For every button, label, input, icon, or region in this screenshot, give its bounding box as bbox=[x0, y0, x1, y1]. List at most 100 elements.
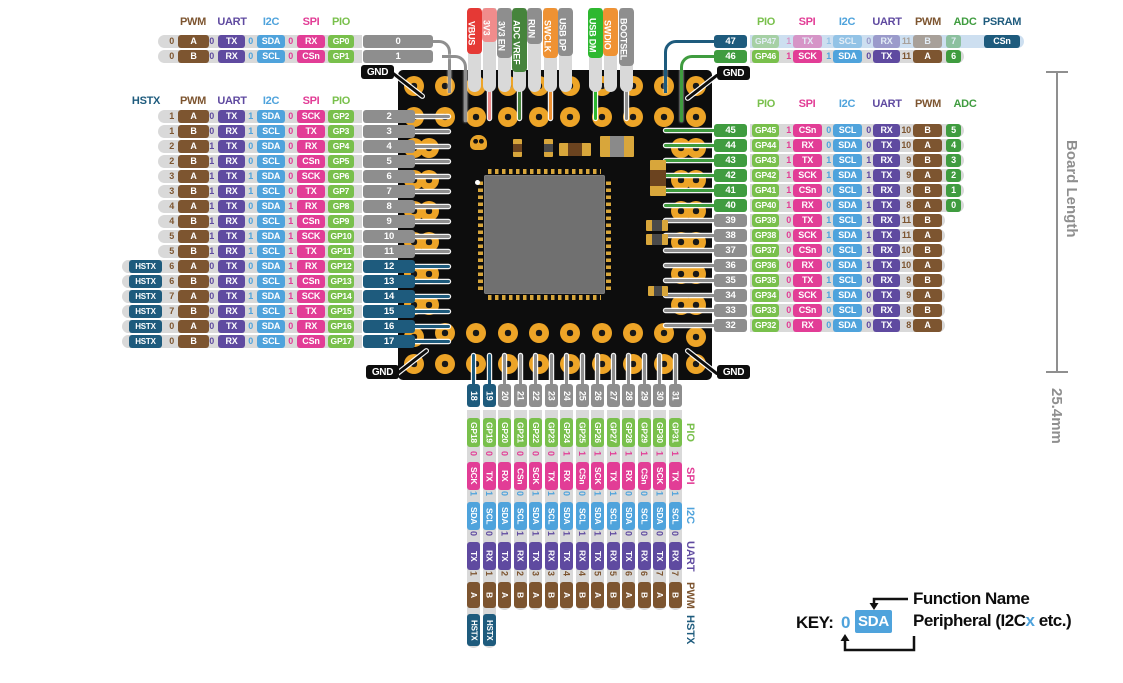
uart-function-box: TX bbox=[218, 260, 245, 273]
system-pin-label: SWDIO bbox=[602, 19, 613, 50]
spi-peripheral-number: 1 bbox=[288, 246, 293, 256]
spi-function-box: RX bbox=[793, 199, 822, 212]
pwm-function-box: B bbox=[178, 275, 209, 288]
i2c-peripheral-number: 1 bbox=[607, 488, 620, 500]
pwm-peripheral-number-text: 6 bbox=[623, 571, 634, 577]
hstx-function-box: HSTX bbox=[129, 335, 162, 348]
chip-stub-row-bottom bbox=[488, 295, 601, 300]
uart-peripheral-number: 0 bbox=[866, 140, 871, 150]
pwm-function-box: B bbox=[668, 582, 682, 608]
uart-function-box: TX bbox=[873, 319, 900, 332]
wire bbox=[549, 354, 553, 386]
pin-tag-31-text: 31 bbox=[670, 390, 681, 401]
column-header-spi: SPI bbox=[798, 98, 816, 110]
pwm-function-box: A bbox=[178, 140, 209, 153]
i2c-function-box: SCL bbox=[257, 50, 285, 63]
i2c-function-box-text: SDA bbox=[561, 507, 572, 525]
pwm-function-box: A bbox=[913, 319, 942, 332]
uart-function-box: TX bbox=[560, 542, 573, 570]
uart-peripheral-number: 1 bbox=[209, 171, 214, 181]
pwm-function-box: A bbox=[913, 289, 942, 302]
adc-channel-box: 0 bbox=[946, 199, 961, 212]
spi-function-box: SCK bbox=[793, 169, 822, 182]
uart-peripheral-number: 0 bbox=[866, 305, 871, 315]
pwm-peripheral-number: 5 bbox=[607, 568, 620, 580]
spi-function-box: CSn bbox=[637, 462, 651, 490]
solder-pad bbox=[686, 326, 707, 347]
uart-function-box: RX bbox=[606, 542, 620, 570]
i2c-peripheral-number: 0 bbox=[248, 156, 253, 166]
column-header-pwm: PWM bbox=[915, 98, 941, 110]
spi-function-box: CSn bbox=[513, 462, 527, 490]
spi-peripheral-number: 0 bbox=[498, 448, 511, 460]
uart-peripheral-number: 1 bbox=[209, 246, 214, 256]
gpio-label: GP33 bbox=[752, 304, 779, 317]
i2c-function-box-text: SCL bbox=[515, 507, 526, 525]
uart-function-box: RX bbox=[544, 542, 558, 570]
solder-pad bbox=[434, 354, 455, 375]
pwm-peripheral-number: 4 bbox=[169, 216, 174, 226]
bottom-header-text: UART bbox=[684, 540, 696, 572]
gpio-label: GP17 bbox=[328, 335, 354, 348]
i2c-function-box-text: SCL bbox=[484, 507, 495, 525]
uart-peripheral-number: 0 bbox=[866, 290, 871, 300]
uart-peripheral-number: 0 bbox=[209, 291, 214, 301]
wire bbox=[565, 354, 568, 386]
spi-function-box-text: SCK bbox=[592, 467, 603, 485]
spi-function-box: CSn bbox=[297, 155, 325, 168]
uart-function-box: RX bbox=[218, 335, 245, 348]
pwm-peripheral-number: 2 bbox=[514, 568, 527, 580]
spi-function-box: RX bbox=[297, 260, 325, 273]
pwm-peripheral-number-text: 3 bbox=[530, 571, 541, 577]
system-pin-tag: SWDIO bbox=[602, 8, 618, 56]
component bbox=[513, 139, 522, 157]
pwm-peripheral-number: 0 bbox=[169, 321, 174, 331]
adc-channel-box: 3 bbox=[946, 154, 961, 167]
dimension-line bbox=[1056, 72, 1058, 372]
pin-tag-14: 14 bbox=[363, 290, 415, 303]
pin-tag-19: 19 bbox=[482, 384, 496, 407]
uart-peripheral-number-text: 1 bbox=[546, 531, 556, 537]
gpio-label: GP21 bbox=[513, 418, 527, 447]
pwm-peripheral-number: 5 bbox=[169, 231, 174, 241]
gpio-label: GP20 bbox=[498, 418, 511, 447]
pwm-function-box-text: A bbox=[468, 592, 479, 598]
pwm-function-box: B bbox=[178, 185, 209, 198]
bottom-header-pio: PIO bbox=[684, 418, 696, 447]
i2c-function-box-text: SDA bbox=[468, 507, 479, 525]
pwm-peripheral-number: 2 bbox=[498, 568, 511, 580]
system-pin-tag: USB DP bbox=[557, 8, 573, 56]
pin-tag-20-text: 20 bbox=[500, 390, 510, 401]
i2c-peripheral-number: 0 bbox=[826, 320, 831, 330]
i2c-function-box: SCL bbox=[833, 124, 862, 137]
solder-pad bbox=[497, 322, 518, 343]
spi-peripheral-number: 0 bbox=[514, 448, 527, 460]
spi-function-box: RX bbox=[622, 462, 635, 490]
solder-pad bbox=[654, 107, 675, 128]
pwm-function-box: B bbox=[637, 582, 651, 608]
spi-function-box: TX bbox=[793, 154, 822, 167]
i2c-function-box: SCL bbox=[257, 125, 285, 138]
uart-peripheral-number: 1 bbox=[866, 260, 871, 270]
spi-function-box: SCK bbox=[297, 290, 325, 303]
pwm-peripheral-number: 0 bbox=[169, 51, 174, 61]
i2c-function-box: SDA bbox=[591, 502, 604, 530]
i2c-peripheral-number-text: 1 bbox=[484, 491, 494, 497]
pwm-peripheral-number: 9 bbox=[906, 275, 911, 285]
pin-tag-23: 23 bbox=[544, 384, 558, 407]
spi-peripheral-number: 1 bbox=[288, 306, 293, 316]
hstx-function-box: HSTX bbox=[129, 290, 162, 303]
uart-peripheral-number-text: 0 bbox=[639, 531, 649, 537]
gpio-label: GP37 bbox=[752, 244, 779, 257]
pwm-peripheral-number: 0 bbox=[169, 36, 174, 46]
gpio-label-text: GP19 bbox=[484, 422, 495, 443]
pwm-function-box-text: B bbox=[577, 592, 588, 598]
pwm-function-box: B bbox=[913, 304, 942, 317]
uart-function-box: RX bbox=[218, 215, 245, 228]
spi-peripheral-number: 0 bbox=[786, 275, 791, 285]
pwm-peripheral-number-text: 1 bbox=[468, 571, 479, 577]
i2c-peripheral-number: 0 bbox=[826, 140, 831, 150]
uart-function-box: RX bbox=[873, 214, 900, 227]
pin-tag-22-text: 22 bbox=[531, 390, 541, 401]
i2c-function-box: SCL bbox=[833, 35, 862, 48]
